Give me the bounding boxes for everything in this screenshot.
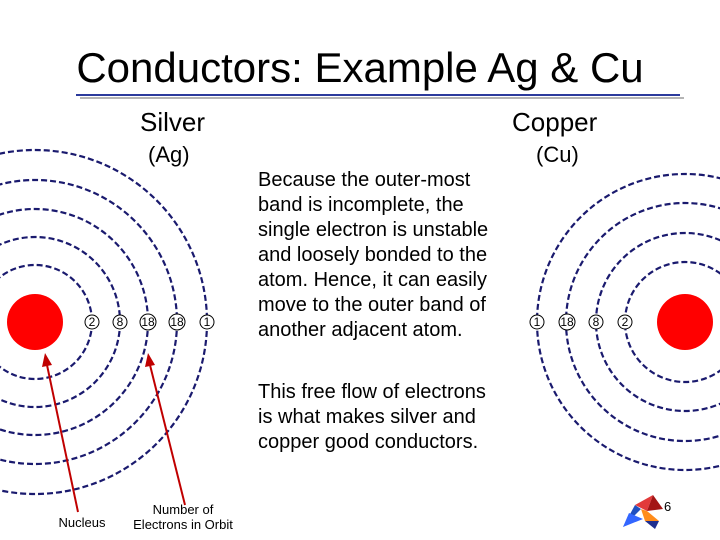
nucleus-pointer-arrowhead — [42, 353, 52, 367]
electrons-label-line-1: Number of — [152, 502, 214, 517]
silver-shell-2-count: 8 — [117, 315, 124, 329]
title-underline — [76, 94, 684, 99]
colorful-arrow-logo-icon — [623, 495, 663, 529]
nucleus-pointer-line — [46, 364, 79, 513]
silver-nucleus — [7, 294, 63, 350]
explanation-line: and loosely bonded to the — [258, 244, 488, 266]
explanation-line: another adjacent atom. — [258, 319, 463, 341]
copper-symbol: (Cu) — [536, 142, 579, 167]
copper-atom: 1 18 8 2 — [529, 172, 720, 472]
slide-title: Conductors: Example Ag & Cu — [76, 44, 644, 91]
silver-heading: Silver — [140, 107, 206, 137]
copper-heading: Copper — [512, 107, 598, 137]
electrons-label: Number of Electrons in Orbit — [122, 502, 244, 532]
silver-shell-4-count: 18 — [170, 315, 184, 329]
silver-shell-5-count: 1 — [204, 315, 211, 329]
copper-shell-1 — [623, 260, 720, 384]
copper-shell-1-count: 2 — [622, 315, 629, 329]
explanation-line: single electron is unstable — [258, 219, 489, 241]
silver-atom: 2 8 18 18 1 — [0, 148, 215, 496]
explanation-line: band is incomplete, the — [258, 194, 464, 216]
copper-shell-2-count: 8 — [593, 315, 600, 329]
explanation-line: move to the outer band of — [258, 294, 486, 316]
silver-shell-3-count: 18 — [141, 315, 155, 329]
conclusion-line: is what makes silver and — [258, 406, 476, 428]
conclusion-paragraph: This free flow of electrons is what make… — [258, 380, 486, 455]
explanation-line: atom. Hence, it can easily — [258, 269, 487, 291]
nucleus-label: Nucleus — [58, 515, 106, 530]
silver-shell-1-count: 2 — [89, 315, 96, 329]
explanation-paragraph: Because the outer-most band is incomplet… — [258, 168, 488, 343]
conclusion-line: copper good conductors. — [258, 431, 479, 453]
electrons-pointer-arrowhead — [145, 353, 155, 367]
explanation-line: Because the outer-most — [258, 169, 471, 191]
silver-symbol: (Ag) — [148, 142, 190, 167]
page-number: 6 — [664, 499, 672, 514]
copper-shell-3-count: 18 — [560, 315, 574, 329]
copper-shell-4-count: 1 — [534, 315, 541, 329]
copper-nucleus — [657, 294, 713, 350]
electrons-label-line-2: Electrons in Orbit — [133, 517, 233, 532]
electrons-pointer-line — [149, 364, 186, 506]
conclusion-line: This free flow of electrons — [258, 381, 486, 403]
